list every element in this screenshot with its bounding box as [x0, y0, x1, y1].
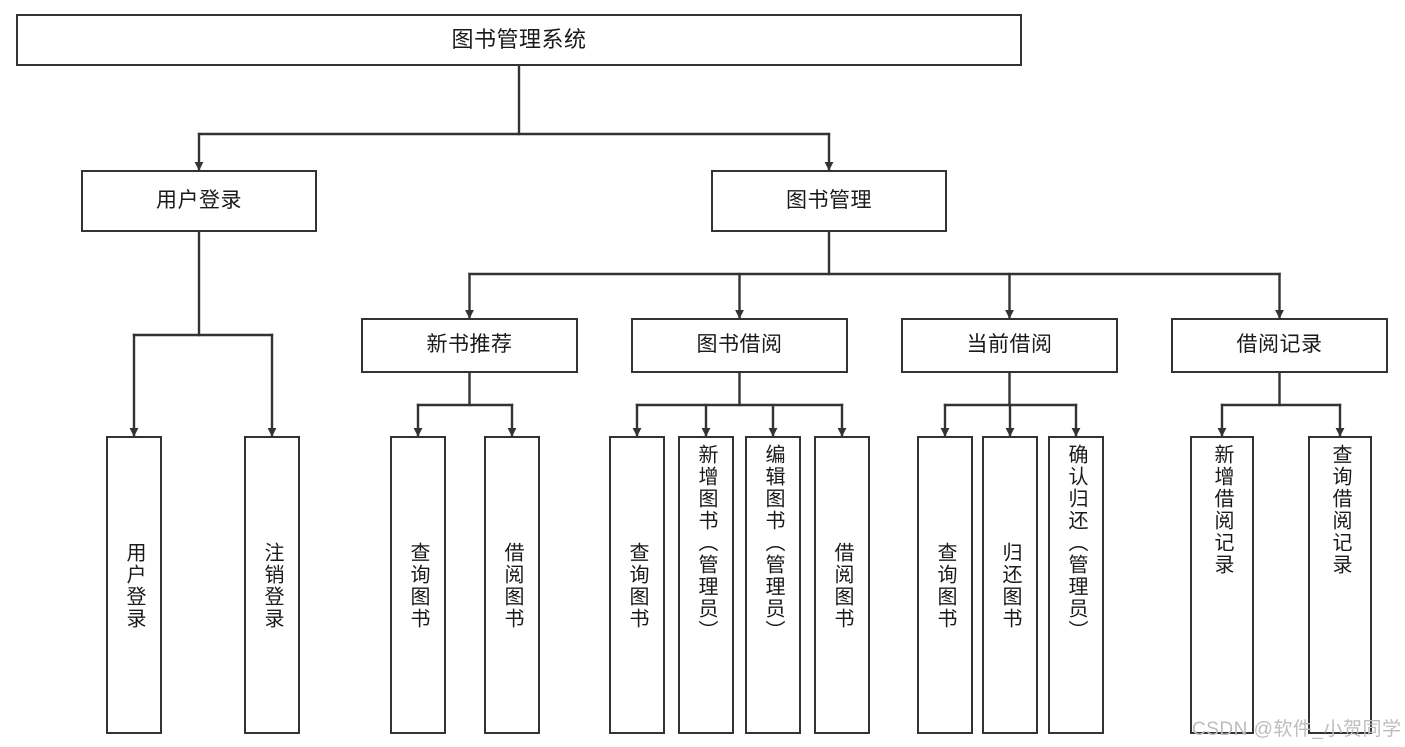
node-label-root: 图书管理系统 — [451, 27, 587, 53]
node-book-borrow: 图书借阅 — [631, 318, 848, 373]
node-label-leaf-query-book-2: 查询图书 — [626, 542, 648, 630]
node-label-borrow-record: 借阅记录 — [1236, 333, 1323, 357]
node-label-current-borrow: 当前借阅 — [966, 333, 1053, 357]
node-leaf-query-book-1: 查询图书 — [390, 436, 446, 734]
node-label-book-borrow: 图书借阅 — [696, 333, 783, 357]
node-label-leaf-user-logout: 注销登录 — [261, 542, 283, 630]
node-leaf-edit-book: 编辑图书（管理员） — [745, 436, 801, 734]
node-leaf-query-record: 查询借阅记录 — [1308, 436, 1372, 734]
node-label-leaf-add-record: 新增借阅记录 — [1211, 444, 1233, 576]
node-root: 图书管理系统 — [16, 14, 1022, 66]
node-book-manage: 图书管理 — [711, 170, 947, 232]
node-label-leaf-user-login: 用户登录 — [123, 542, 145, 630]
node-leaf-confirm-return: 确认归还（管理员） — [1048, 436, 1104, 734]
node-label-leaf-borrow-book-1: 借阅图书 — [501, 542, 523, 630]
node-label-leaf-query-book-1: 查询图书 — [407, 542, 429, 630]
node-label-leaf-edit-book: 编辑图书（管理员） — [762, 444, 784, 642]
connector-group — [129, 64, 1345, 437]
node-leaf-user-logout: 注销登录 — [244, 436, 300, 734]
node-borrow-record: 借阅记录 — [1171, 318, 1388, 373]
node-new-book-rec: 新书推荐 — [361, 318, 578, 373]
node-label-leaf-borrow-book-2: 借阅图书 — [831, 542, 853, 630]
watermark-label: CSDN @软件_小贺同学 — [1192, 719, 1402, 740]
node-label-user-login: 用户登录 — [156, 188, 242, 212]
node-leaf-query-book-3: 查询图书 — [917, 436, 973, 734]
node-leaf-borrow-book-2: 借阅图书 — [814, 436, 870, 734]
node-leaf-borrow-book-1: 借阅图书 — [484, 436, 540, 734]
node-label-leaf-query-book-3: 查询图书 — [934, 542, 956, 630]
node-label-leaf-query-record: 查询借阅记录 — [1329, 444, 1351, 576]
node-leaf-add-record: 新增借阅记录 — [1190, 436, 1254, 734]
node-leaf-return-book: 归还图书 — [982, 436, 1038, 734]
node-leaf-query-book-2: 查询图书 — [609, 436, 665, 734]
node-user-login: 用户登录 — [81, 170, 317, 232]
node-leaf-add-book: 新增图书（管理员） — [678, 436, 734, 734]
node-leaf-user-login: 用户登录 — [106, 436, 162, 734]
node-label-book-manage: 图书管理 — [786, 188, 872, 212]
node-label-leaf-add-book: 新增图书（管理员） — [695, 444, 717, 642]
node-label-new-book-rec: 新书推荐 — [426, 333, 513, 357]
node-current-borrow: 当前借阅 — [901, 318, 1118, 373]
node-label-leaf-confirm-return: 确认归还（管理员） — [1065, 444, 1087, 642]
node-label-leaf-return-book: 归还图书 — [999, 542, 1021, 630]
